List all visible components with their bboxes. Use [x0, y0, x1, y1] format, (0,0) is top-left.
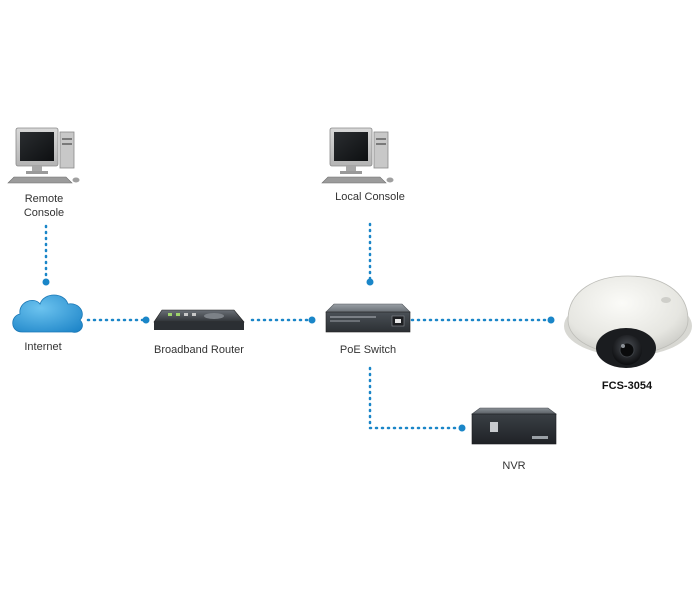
local-console-label: Local Console: [335, 191, 405, 203]
remote-console-label-line2: Console: [23, 207, 65, 219]
camera-model-label: FCS-3054: [601, 380, 653, 392]
dome-camera-icon: [564, 275, 692, 368]
broadband-router-label: Broadband Router: [154, 344, 244, 356]
remote-console-label-line1: Remote: [24, 193, 64, 205]
desktop-computer-icon: [321, 127, 394, 184]
nvr-label: NVR: [502, 460, 526, 472]
connector-router-switch: [250, 316, 316, 324]
connector-switch-nvr: [368, 366, 466, 432]
remote-console-label: Remote Console: [14, 192, 74, 220]
poe-switch-label: PoE Switch: [339, 344, 397, 356]
router-icon: [153, 309, 245, 330]
connector-remote-internet: [42, 224, 50, 286]
connector-switch-camera: [410, 316, 555, 324]
connector-internet-router: [86, 316, 150, 324]
cloud-icon: [12, 294, 83, 333]
connector-local-switch: [366, 222, 374, 286]
internet-label: Internet: [24, 341, 62, 353]
nvr-icon: [471, 407, 557, 445]
desktop-computer-icon: [7, 127, 80, 184]
switch-icon: [325, 303, 411, 333]
